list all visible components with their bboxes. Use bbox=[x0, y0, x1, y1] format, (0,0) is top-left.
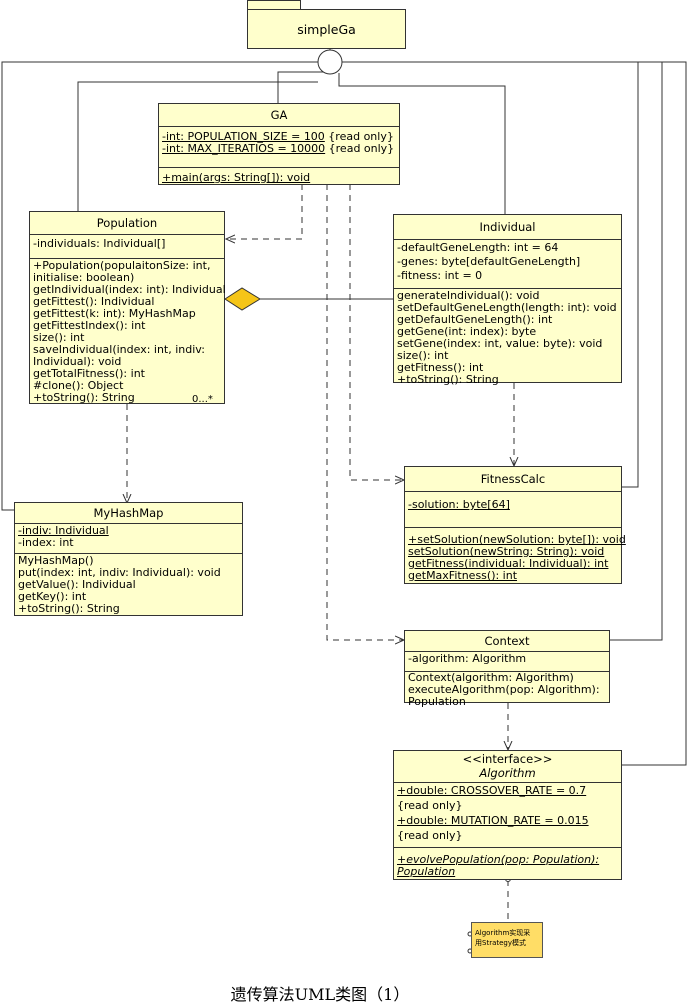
diagram-caption: 遗传算法UML类图（1） bbox=[230, 985, 410, 1004]
class-myhashmap[interactable]: MyHashMap -indiv: Individual -index: int… bbox=[14, 502, 243, 616]
method-row: getTotalFitness(): int bbox=[33, 367, 145, 380]
attr-row: -index: int bbox=[18, 536, 74, 549]
method-row: getIndividual(index: int): Individual bbox=[33, 283, 226, 296]
method-row: +toString(): String bbox=[18, 602, 120, 615]
class-algorithm-stereotype: <<interface>> bbox=[462, 752, 553, 766]
method-row: size(): int bbox=[33, 331, 85, 344]
class-myhashmap-name: MyHashMap bbox=[15, 503, 242, 524]
class-fitnesscalc-methods: +setSolution(newSolution: byte[]): void … bbox=[405, 528, 626, 584]
attr-row: {read only} bbox=[397, 799, 463, 812]
dep-ga-population bbox=[226, 184, 303, 239]
attr-row: -individuals: Individual[] bbox=[33, 237, 166, 250]
class-individual-attributes: -defaultGeneLength: int = 64 -genes: byt… bbox=[394, 240, 621, 289]
multiplicity-label: 0...* bbox=[192, 394, 213, 405]
method-row: getValue(): Individual bbox=[18, 578, 136, 591]
attr-row: -genes: byte[defaultGeneLength] bbox=[397, 255, 581, 268]
method-row: setDefaultGeneLength(length: int): void bbox=[397, 301, 617, 314]
method-row: +main(args: String[]): void bbox=[162, 171, 311, 184]
attr-row: -int: MAX_ITERATIOS = 10000 {read only} bbox=[162, 142, 395, 155]
pkg-link-algorithm bbox=[342, 61, 687, 766]
attr-row: -solution: byte[64] bbox=[408, 498, 510, 511]
pkg-link-population bbox=[77, 81, 318, 212]
note-line-2: 用Strategy模式 bbox=[475, 939, 526, 947]
method-row: Population bbox=[408, 695, 466, 708]
method-row: +evolvePopulation(pop: Population): bbox=[397, 853, 600, 866]
method-row: size(): int bbox=[397, 349, 449, 362]
class-algorithm[interactable]: <<interface>> Algorithm +double: CROSSOV… bbox=[393, 750, 622, 880]
class-population-methods: +Population(populaitonSize: int, initial… bbox=[30, 259, 226, 406]
method-row: +setSolution(newSolution: byte[]): void bbox=[408, 533, 626, 546]
method-row: saveIndividual(index: int, indiv: bbox=[33, 343, 205, 356]
dep-ga-fitnesscalc bbox=[349, 184, 404, 480]
pkg-link-myhashmap bbox=[1, 61, 318, 511]
method-row: Context(algorithm: Algorithm) bbox=[408, 671, 574, 684]
method-row: initialise: boolean) bbox=[33, 271, 135, 284]
class-individual-name: Individual bbox=[394, 215, 621, 240]
method-row: getDefaultGeneLength(): int bbox=[397, 313, 553, 326]
method-row: getGene(int: index): byte bbox=[397, 325, 537, 338]
method-row: Individual): void bbox=[33, 355, 122, 368]
package-containment-circle bbox=[317, 49, 343, 75]
class-context-attributes: -algorithm: Algorithm bbox=[405, 652, 609, 672]
attr-row: {read only} bbox=[397, 829, 463, 842]
method-row: executeAlgorithm(pop: Algorithm): bbox=[408, 683, 600, 696]
method-row: getFitness(): int bbox=[397, 361, 484, 374]
class-context[interactable]: Context -algorithm: Algorithm Context(al… bbox=[404, 630, 610, 708]
method-row: #clone(): Object bbox=[33, 379, 124, 392]
class-fitnesscalc-name: FitnessCalc bbox=[405, 467, 621, 492]
method-row: setGene(index: int, value: byte): void bbox=[397, 337, 603, 350]
class-context-methods: Context(algorithm: Algorithm) executeAlg… bbox=[405, 672, 609, 710]
package-simplega[interactable]: simpleGa bbox=[247, 9, 406, 49]
attr-row: -defaultGeneLength: int = 64 bbox=[397, 241, 559, 254]
attr-row: -algorithm: Algorithm bbox=[408, 652, 527, 665]
note-line-1: Algorithm实现采 bbox=[475, 929, 531, 937]
attr-row: +double: CROSSOVER_RATE = 0.7 bbox=[397, 784, 587, 797]
class-individual[interactable]: Individual -defaultGeneLength: int = 64 … bbox=[393, 214, 622, 386]
class-ga[interactable]: GA -int: POPULATION_SIZE = 100 {read onl… bbox=[158, 103, 400, 185]
method-row: +toString(): String bbox=[33, 391, 135, 404]
dep-ga-context bbox=[326, 184, 404, 640]
method-row: getFittestIndex(): int bbox=[33, 319, 146, 332]
class-algorithm-name: Algorithm bbox=[479, 766, 536, 780]
method-row: setSolution(newString: String): void bbox=[408, 545, 605, 558]
class-individual-methods: generateIndividual(): void setDefaultGen… bbox=[394, 289, 621, 388]
method-row: getMaxFitness(): int bbox=[408, 569, 518, 582]
attr-row: -indiv: Individual bbox=[18, 524, 109, 537]
method-row: MyHashMap() bbox=[18, 554, 94, 567]
class-myhashmap-methods: MyHashMap() put(index: int, indiv: Indiv… bbox=[15, 554, 242, 617]
method-row: generateIndividual(): void bbox=[397, 289, 540, 302]
method-row: getFittest(): Individual bbox=[33, 295, 155, 308]
class-algorithm-methods: +evolvePopulation(pop: Population): Popu… bbox=[394, 848, 621, 880]
aggregation-diamond bbox=[224, 287, 261, 311]
class-ga-methods: +main(args: String[]): void bbox=[159, 168, 399, 186]
class-fitnesscalc[interactable]: FitnessCalc -solution: byte[64] +setSolu… bbox=[404, 466, 626, 584]
method-row: getKey(): int bbox=[18, 590, 87, 603]
package-name: simpleGa bbox=[297, 22, 356, 37]
attr-row: -fitness: int = 0 bbox=[397, 269, 483, 282]
class-ga-attributes: -int: POPULATION_SIZE = 100 {read only} … bbox=[159, 127, 399, 168]
method-row: +Population(populaitonSize: int, bbox=[33, 259, 211, 272]
class-algorithm-header: <<interface>> Algorithm bbox=[394, 751, 621, 783]
attr-row: +double: MUTATION_RATE = 0.015 bbox=[397, 814, 589, 827]
class-myhashmap-attributes: -indiv: Individual -index: int bbox=[15, 524, 242, 554]
class-fitnesscalc-attributes: -solution: byte[64] bbox=[405, 492, 621, 528]
method-row: getFitness(individual: Individual): int bbox=[408, 557, 609, 570]
pkg-link-individual bbox=[338, 73, 506, 215]
class-population-name: Population bbox=[30, 212, 224, 235]
class-ga-name: GA bbox=[159, 104, 399, 127]
class-population-attributes: -individuals: Individual[] bbox=[30, 235, 224, 259]
method-row: getFittest(k: int): MyHashMap bbox=[33, 307, 196, 320]
attr-row: -int: POPULATION_SIZE = 100 {read only} bbox=[162, 130, 394, 143]
method-row: Population bbox=[397, 865, 456, 878]
method-row: +toString(): String bbox=[397, 373, 499, 386]
method-row: put(index: int, indiv: Individual): void bbox=[18, 566, 221, 579]
class-population[interactable]: Population -individuals: Individual[] +P… bbox=[29, 211, 226, 406]
class-context-name: Context bbox=[405, 631, 609, 652]
class-algorithm-attributes: +double: CROSSOVER_RATE = 0.7 {read only… bbox=[394, 783, 621, 848]
strategy-note[interactable]: Algorithm实现采 用Strategy模式 bbox=[471, 922, 543, 958]
pkg-link-ga bbox=[277, 71, 324, 104]
